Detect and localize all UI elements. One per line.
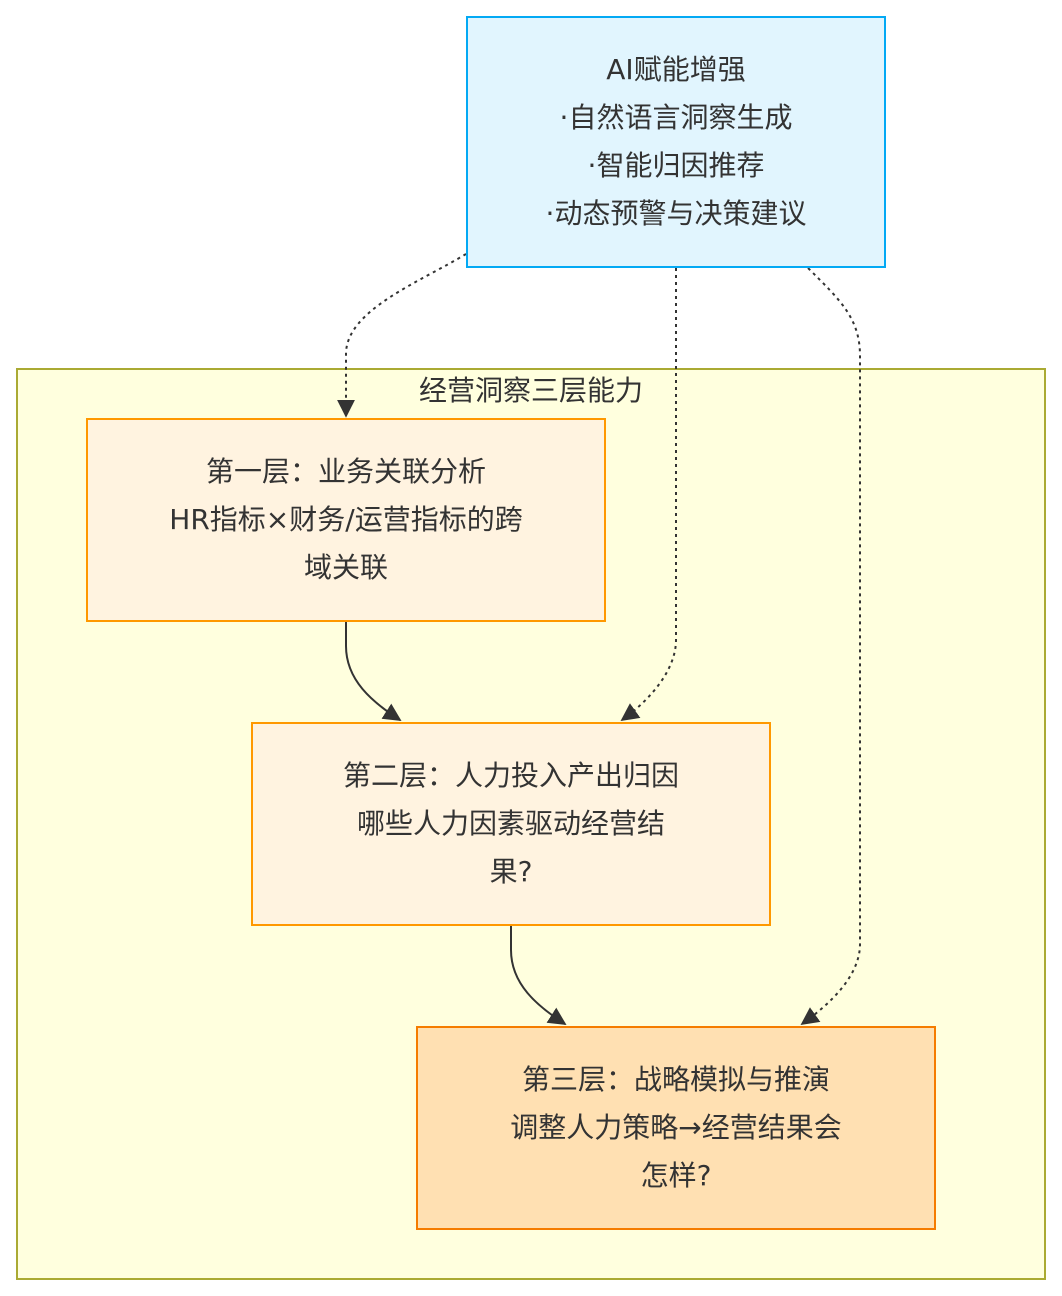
layer2-title: 第二层：人力投入产出归因	[342, 759, 679, 792]
layer3-title: 第三层：战略模拟与推演	[521, 1063, 830, 1096]
ai-node-line: ·自然语言洞察生成	[559, 101, 793, 134]
layer1-title: 第一层：业务关联分析	[205, 455, 486, 488]
layer2-line: 哪些人力因素驱动经营结	[356, 807, 665, 840]
layer2-node: 第二层：人力投入产出归因 哪些人力因素驱动经营结 果?	[251, 722, 771, 926]
edge-layer1-to-layer2	[345, 622, 402, 721]
edge-ai-to-layer1	[337, 253, 467, 418]
layer2-line: 果?	[489, 855, 533, 888]
ai-node-line: ·智能归因推荐	[587, 149, 765, 182]
layer3-line: 调整人力策略→经营结果会	[510, 1111, 842, 1144]
edge-ai-to-layer3	[800, 267, 861, 1026]
ai-node-title: AI赋能增强	[606, 53, 746, 86]
layer1-line: 域关联	[303, 551, 388, 584]
ai-node-line: ·动态预警与决策建议	[545, 197, 807, 230]
ai-enablement-node: AI赋能增强 ·自然语言洞察生成 ·智能归因推荐 ·动态预警与决策建议	[466, 16, 886, 268]
layer1-line: HR指标×财务/运营指标的跨	[169, 503, 523, 536]
layer3-line: 怎样?	[640, 1159, 712, 1192]
layer1-node: 第一层：业务关联分析 HR指标×财务/运营指标的跨 域关联	[86, 418, 606, 622]
edge-layer2-to-layer3	[510, 926, 567, 1025]
capability-group-title: 经营洞察三层能力	[418, 374, 643, 407]
edge-ai-to-layer2	[620, 268, 677, 722]
layer3-node: 第三层：战略模拟与推演 调整人力策略→经营结果会 怎样?	[416, 1026, 936, 1230]
